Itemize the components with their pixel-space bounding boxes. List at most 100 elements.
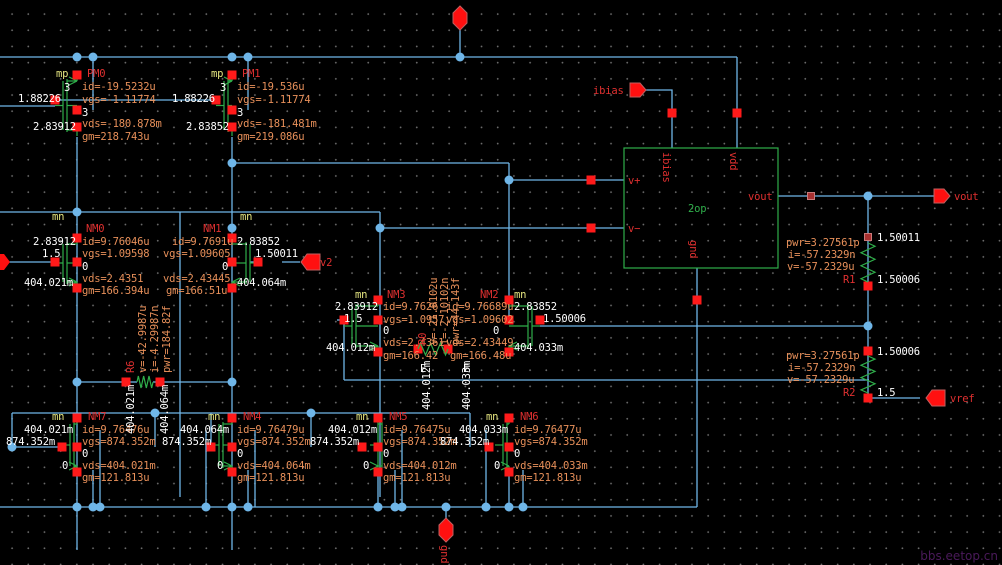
gate-pin[interactable]	[57, 442, 67, 452]
gate-pin[interactable]	[50, 257, 60, 267]
r0-left-node: 404.012m	[421, 361, 433, 410]
opamp-pin-vminus: v−	[628, 223, 640, 235]
drain-pin[interactable]	[504, 413, 514, 423]
gate-pin[interactable]	[50, 95, 60, 105]
junction-dot	[72, 502, 82, 512]
vplus-pin[interactable]	[586, 175, 596, 185]
source-pin[interactable]	[227, 467, 237, 477]
gate-pin[interactable]	[357, 442, 367, 452]
bulk-pin[interactable]	[373, 442, 383, 452]
r2-resistor-symbol[interactable]	[859, 355, 877, 394]
bulk-pin[interactable]	[72, 442, 82, 452]
nm4-source-node: 0	[217, 460, 223, 472]
drain-pin[interactable]	[72, 413, 82, 423]
nm2-gm: gm=166.48u	[450, 350, 511, 362]
bulk-pin[interactable]	[72, 257, 82, 267]
nm2-source-node: 404.033m	[514, 342, 563, 354]
r6-pin[interactable]	[155, 377, 165, 387]
opamp-pin-vout: vout	[748, 191, 773, 203]
nm1-vgs: vgs=1.09605	[163, 248, 230, 260]
nm2-vgs: vgs=1.09602	[446, 314, 513, 326]
ibias-pin-icon[interactable]	[629, 82, 647, 98]
pm0-drain-node: 2.83912	[33, 121, 76, 133]
bulk-pin[interactable]	[227, 442, 237, 452]
gnd-pin-square[interactable]	[692, 295, 702, 305]
wire[interactable]	[640, 89, 673, 113]
bulk-pin[interactable]	[72, 105, 82, 115]
pm1-bulk-node: 3	[237, 107, 243, 119]
r1-pin[interactable]	[864, 233, 872, 241]
vminus-pin[interactable]	[586, 223, 596, 233]
source-pin[interactable]	[504, 467, 514, 477]
vdd-pin-square[interactable]	[732, 108, 742, 118]
r0-resistor-symbol[interactable]	[417, 341, 449, 357]
junction-dot	[863, 191, 873, 201]
bulk-pin[interactable]	[227, 257, 237, 267]
gate-pin[interactable]	[339, 315, 349, 325]
gate-pin[interactable]	[206, 442, 216, 452]
source-pin[interactable]	[373, 347, 383, 357]
r1-pin[interactable]	[863, 281, 873, 291]
gnd-pin-icon[interactable]	[438, 517, 454, 543]
source-pin[interactable]	[227, 283, 237, 293]
bulk-pin[interactable]	[504, 315, 514, 325]
drain-pin[interactable]	[227, 413, 237, 423]
source-pin[interactable]	[72, 122, 82, 132]
nm7-vgs: vgs=874.352m	[82, 436, 155, 448]
drain-pin[interactable]	[504, 295, 514, 305]
nmos-symbol[interactable]	[508, 300, 540, 352]
r6-resistor-symbol[interactable]	[136, 375, 154, 389]
nm2-bulk-node: 0	[493, 325, 499, 337]
bulk-pin[interactable]	[373, 315, 383, 325]
left-input-pin-icon[interactable]	[0, 254, 10, 270]
source-pin[interactable]	[504, 347, 514, 357]
opamp-symbol[interactable]	[623, 147, 779, 269]
r6-pin[interactable]	[121, 377, 131, 387]
nm7-model: mn	[52, 411, 64, 423]
gate-pin[interactable]	[253, 257, 263, 267]
vout-pin-icon[interactable]	[933, 188, 951, 204]
pm1-gm: gm=219.086u	[237, 131, 304, 143]
nm3-gm: gm=166.42	[383, 350, 438, 362]
junction-dot	[504, 175, 514, 185]
gate-pin[interactable]	[484, 442, 494, 452]
vdd-pin-icon[interactable]	[452, 5, 468, 31]
drain-pin[interactable]	[373, 413, 383, 423]
bulk-pin[interactable]	[504, 442, 514, 452]
r2-pin[interactable]	[863, 346, 873, 356]
nm0-instance-name: NM0	[86, 223, 104, 235]
vout-pin-square[interactable]	[807, 192, 815, 200]
source-pin[interactable]	[72, 467, 82, 477]
drain-pin[interactable]	[373, 295, 383, 305]
bulk-pin[interactable]	[227, 105, 237, 115]
nm6-vgs: vgs=874.352m	[514, 436, 587, 448]
r2-current: i=-57.2329n	[788, 362, 855, 374]
gate-pin[interactable]	[535, 315, 545, 325]
nm2-gate-node: 1.50006	[543, 313, 586, 325]
r1-resistor-symbol[interactable]	[859, 242, 877, 283]
v2-pin-icon[interactable]	[300, 253, 321, 271]
gate-pin[interactable]	[211, 95, 221, 105]
nm6-bulk-node: 0	[514, 448, 520, 460]
nm2-instance-name: NM2	[480, 289, 498, 301]
drain-pin[interactable]	[227, 233, 237, 243]
vref-pin-icon[interactable]	[925, 389, 946, 407]
pm0-bulk-node: 3	[82, 107, 88, 119]
r2-pin[interactable]	[863, 393, 873, 403]
nm1-gate-node: 1.50011	[255, 248, 298, 260]
drain-pin[interactable]	[227, 70, 237, 80]
source-pin[interactable]	[72, 283, 82, 293]
r0-instance-name: R0	[417, 333, 429, 345]
pm0-id: id=-19.5232u	[82, 81, 155, 93]
r0-right-node: 404.033m	[461, 361, 473, 410]
drain-pin[interactable]	[72, 233, 82, 243]
source-pin[interactable]	[373, 467, 383, 477]
ibias-pin-square[interactable]	[667, 108, 677, 118]
drain-pin[interactable]	[72, 70, 82, 80]
source-pin[interactable]	[227, 122, 237, 132]
nm0-drain-node: 2.83912	[33, 236, 76, 248]
r1-bottom-node: 1.50006	[877, 274, 920, 286]
nm6-vds: vds=404.033m	[514, 460, 587, 472]
